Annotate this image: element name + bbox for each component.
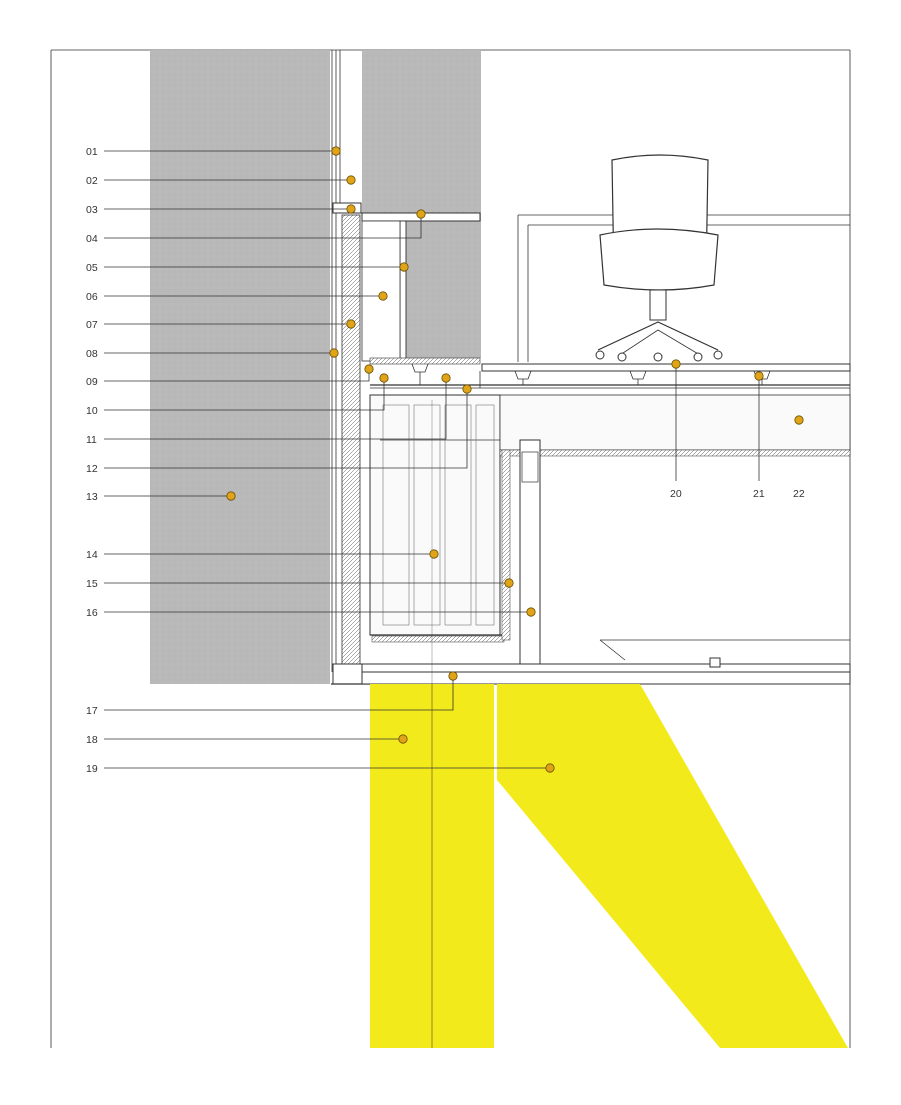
callout-21: 21 [753,371,765,500]
callout-22: 22 [793,415,805,500]
callout-label: 01 [86,146,98,158]
callout-15: 15 [86,578,514,590]
callout-label: 17 [86,705,98,717]
leader-line [104,389,468,469]
callout-dot [441,373,451,383]
callout-label: 20 [670,488,682,500]
callout-layer: 01 02 03 04 05 06 07 08 09 10 11 12 13 14 15 16 17 18 19 20… [86,146,805,775]
callout-label: 14 [86,549,98,561]
callout-label: 08 [86,348,98,360]
callout-label: 19 [86,763,98,775]
callout-label: 21 [753,488,765,500]
leader-line [104,214,422,239]
callout-dot [329,348,339,358]
office-chair-icon [595,154,723,362]
callout-19: 19 [86,763,555,775]
steel-post [519,439,850,666]
callout-label: 22 [793,488,805,500]
callout-dot [671,359,681,369]
callout-label: 06 [86,291,98,303]
callout-label: 15 [86,578,98,590]
callout-dot [504,578,514,588]
yellow-steel-structure [370,400,848,1048]
leader-line [104,676,454,711]
callout-dot [346,204,356,214]
callout-07: 07 [86,319,356,331]
callout-08: 08 [86,348,339,360]
callout-dot [429,549,439,559]
callout-20: 20 [670,359,682,500]
callout-16: 16 [86,607,536,619]
callout-dot [331,146,341,156]
composite-slab [369,394,851,643]
callout-06: 06 [86,291,388,303]
callout-dot [448,671,458,681]
callout-dot [346,175,356,185]
callout-05: 05 [86,262,409,274]
callout-02: 02 [86,175,356,187]
callout-dot [378,291,388,301]
floor-pedestals [411,363,771,385]
callout-dot [346,319,356,329]
callout-label: 18 [86,734,98,746]
callout-dot [416,209,426,219]
callout-17: 17 [86,671,458,717]
callout-dot [399,262,409,272]
callout-13: 13 [86,491,236,503]
callout-label: 04 [86,233,98,245]
callout-09: 09 [86,364,374,388]
callout-label: 10 [86,405,98,417]
callout-01: 01 [86,146,341,158]
leader-line [104,378,385,411]
callout-dot [364,364,374,374]
callout-dot [398,734,408,744]
callout-label: 03 [86,204,98,216]
leader-line [104,378,447,440]
callout-label: 07 [86,319,98,331]
callout-label: 02 [86,175,98,187]
callout-label: 16 [86,607,98,619]
callout-04: 04 [86,209,426,245]
callout-label: 11 [86,434,97,446]
callout-dot [794,415,804,425]
callout-18: 18 [86,734,408,746]
callout-label: 13 [86,491,98,503]
callout-label: 09 [86,376,98,388]
callout-dot [545,763,555,773]
callout-dot [526,607,536,617]
callout-14: 14 [86,549,439,561]
callout-label: 05 [86,262,98,274]
callout-11: 11 [86,373,451,446]
facade-cladding [331,50,370,685]
callout-dot [462,384,472,394]
raised-floor [369,357,851,389]
callout-12: 12 [86,384,472,475]
callout-dot [226,491,236,501]
callout-dot [379,373,389,383]
callout-dot [754,371,764,381]
callout-10: 10 [86,373,389,417]
steel-bracket [361,212,481,362]
callout-label: 12 [86,463,98,475]
concrete-wall-outer [150,50,330,684]
callout-03: 03 [86,204,356,216]
steel-beam [361,657,851,685]
